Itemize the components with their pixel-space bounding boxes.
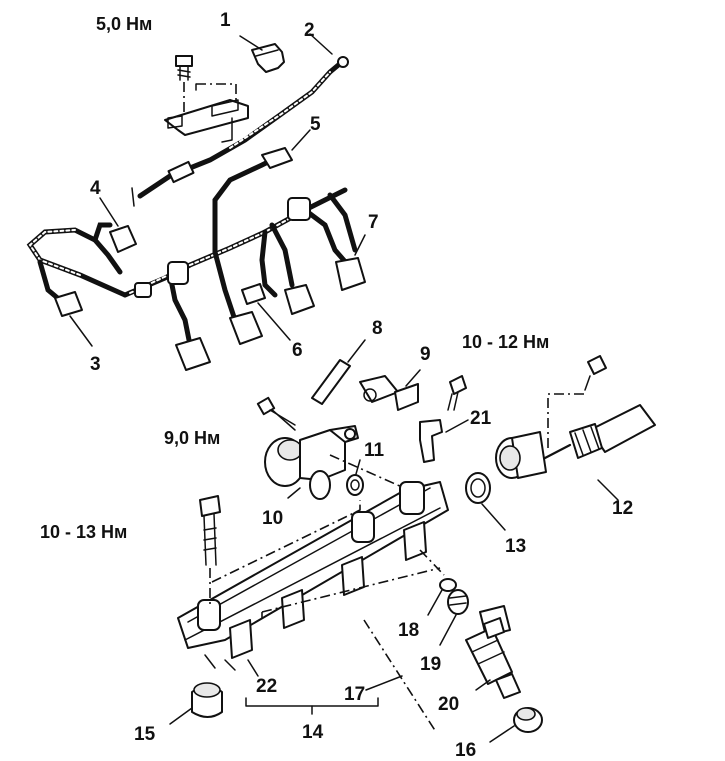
torque-label-regulator-bolt: 9,0 Нм [164, 428, 220, 448]
part-21-bolt [447, 375, 467, 411]
callout-4: 4 [90, 178, 101, 199]
connector-5 [261, 147, 293, 169]
callout-22: 22 [256, 676, 277, 697]
callout-21: 21 [470, 408, 492, 429]
callout-18: 18 [398, 620, 419, 641]
callout-13: 13 [505, 536, 526, 557]
part-18-seal [439, 578, 457, 592]
injector-connector-a [175, 337, 211, 371]
part-16-cap [513, 707, 543, 733]
callout-6: 6 [292, 340, 303, 361]
callout-12: 12 [612, 498, 633, 519]
part-9-hose-clip [359, 375, 419, 411]
callout-5: 5 [310, 114, 321, 135]
connector-7 [335, 257, 366, 291]
torque-label-rail-bolt: 10 - 13 Нм [40, 522, 127, 542]
callout-8: 8 [372, 318, 383, 339]
callout-15: 15 [134, 724, 156, 745]
part-12-bolt [584, 355, 607, 391]
part-21-clip [419, 419, 443, 463]
callout-7: 7 [368, 212, 379, 233]
callout-17: 17 [344, 684, 365, 705]
part-1-sleeve [251, 43, 285, 73]
callout-20: 20 [438, 694, 459, 715]
part-20-injector [465, 605, 521, 699]
part-11-o-ring [346, 474, 364, 496]
callout-10: 10 [262, 508, 283, 529]
part-8-vacuum-hose [311, 359, 351, 405]
part-19-o-ring [447, 589, 469, 615]
callout-19: 19 [420, 654, 441, 675]
connector-6 [241, 283, 266, 305]
bracket-bolt [175, 55, 193, 81]
wiring-bracket [164, 99, 249, 143]
callout-2: 2 [304, 20, 315, 41]
wiring-harness [26, 157, 358, 348]
fuel-rail [177, 481, 449, 671]
injector-connector-c [284, 284, 315, 315]
rail-mounting-bolt [199, 495, 221, 566]
injector-connector-b [229, 311, 263, 345]
part-12-fuel-line [495, 393, 656, 479]
connector-4 [109, 225, 137, 253]
part-2-ground-cable [131, 56, 349, 207]
torque-label-bracket-bolt: 5,0 Нм [96, 14, 152, 34]
torque-label-clip-bolt: 10 - 12 Нм [462, 332, 549, 352]
callout-14: 14 [302, 722, 324, 743]
part-10-bolt [256, 396, 296, 426]
callout-16: 16 [455, 740, 476, 761]
callout-11: 11 [364, 440, 385, 461]
part-13-o-ring [465, 472, 491, 504]
part-10-pressure-regulator [264, 425, 359, 500]
callout-1: 1 [220, 10, 231, 31]
connector-3 [54, 291, 83, 317]
part-15-plug [191, 682, 223, 718]
callout-3: 3 [90, 354, 101, 375]
callout-9: 9 [420, 344, 431, 365]
